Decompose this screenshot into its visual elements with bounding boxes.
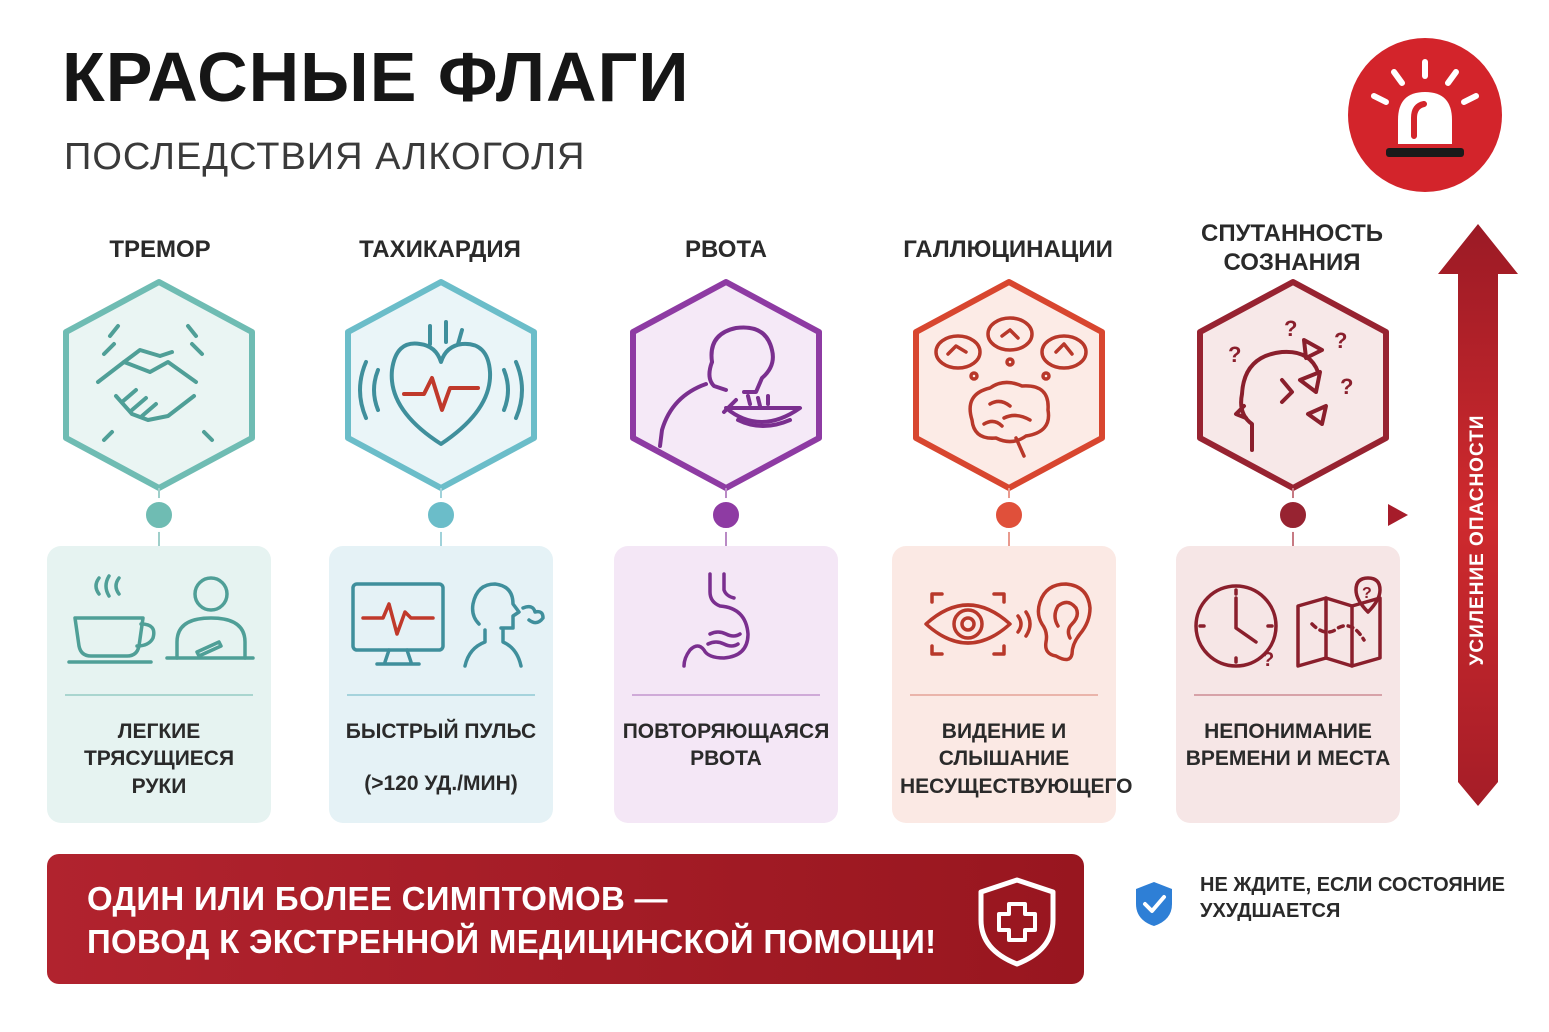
symptom-note-tachycardia: (>120 УД./МИН) [364,772,518,795]
svg-text:?: ? [1262,649,1274,671]
map-icon: ? [1296,576,1382,668]
person-vomiting-icon [658,325,802,448]
card-icons-tremor [67,574,255,664]
card-icons-tachycardia [351,582,545,668]
ear-icon [1036,582,1092,662]
danger-scale-label: УСИЛЕНИЕ ОПАСНОСТИ [1467,414,1488,666]
card-icons-hallucinations [924,582,1092,662]
medical-shield-icon [978,877,1056,967]
symptom-title-confusion: СПУТАННОСТЬ СОЗНАНИЯ [1201,220,1383,276]
hexagon-confusion: ? ? ? ? [1197,279,1389,491]
svg-text:?: ? [1340,374,1353,399]
danger-arrow [1438,224,1518,806]
symptom-card-confusion: ? ? НЕПОНИМАНИЕ ВРЕМЕНИ И МЕСТА [1176,546,1400,823]
alert-banner: ОДИН ИЛИ БОЛЕЕ СИМПТОМОВ — ПОВОД К ЭКСТР… [47,854,1084,984]
card-icons-vomiting [682,572,750,668]
alert-line-1: ОДИН ИЛИ БОЛЕЕ СИМПТОМОВ — [87,880,668,917]
hexagon-vomiting [630,279,822,491]
symptom-card-hallucinations: ВИДЕНИЕ И СЛЫШАНИЕ НЕСУЩЕСТВУЮЩЕГО [892,546,1133,823]
card-icons-confusion: ? ? [1194,576,1382,671]
alert-line-2: ПОВОД К ЭКСТРЕННОЙ МЕДИЦИНСКОЙ ПОМОЩИ! [87,922,937,960]
symptom-card-tremor: ЛЕГКИЕ ТРЯСУЩИЕСЯ РУКИ [47,546,271,823]
page-title: КРАСНЫЕ ФЛАГИ [62,38,690,116]
hexagon-tachycardia [345,279,537,491]
coffee-cup-icon [67,574,156,664]
card-divider [632,694,820,696]
timeline-dot-hallucinations [992,498,1026,532]
timeline [52,488,1408,546]
confused-head-icon: ? ? ? ? [1228,316,1353,452]
symptom-card-tachycardia: БЫСТРЫЙ ПУЛЬС (>120 УД./МИН) [329,546,553,823]
symptom-description-tremor: ЛЕГКИЕ ТРЯСУЩИЕСЯ РУКИ [83,720,235,798]
shaking-hands-icon [96,324,214,442]
heart-monitor-icon [351,582,445,666]
card-divider [347,694,535,696]
siren-icon [1371,59,1479,157]
card-divider [910,694,1098,696]
symptom-description-confusion: НЕПОНИМАНИЕ ВРЕМЕНИ И МЕСТА [1185,720,1391,771]
symptom-description-tachycardia: БЫСТРЫЙ ПУЛЬС [345,720,537,743]
alert-text: ОДИН ИЛИ БОЛЕЕ СИМПТОМОВ — ПОВОД К ЭКСТР… [87,878,936,964]
hexagon-hallucinations [913,279,1105,491]
brain-visions-icon [934,316,1088,458]
timeline-dot-confusion [1276,498,1310,532]
symptom-card-vomiting: ПОВТОРЯЮЩАЯСЯ РВОТА [614,546,838,823]
timeline-dot-tachycardia [424,498,458,532]
clock-icon: ? [1194,584,1278,671]
page-subtitle: ПОСЛЕДСТВИЯ АЛКОГОЛЯ [64,136,586,178]
symptom-description-hallucinations: ВИДЕНИЕ И СЛЫШАНИЕ НЕСУЩЕСТВУЮЩЕГО [900,720,1133,798]
person-breathing-icon [463,582,545,668]
hexagon-tremor [63,279,255,491]
svg-text:?: ? [1334,328,1347,353]
symptom-title-vomiting: РВОТА [685,236,767,263]
symptom-title-tachycardia: ТАХИКАРДИЯ [359,236,521,263]
warning-note: НЕ ЖДИТЕ, ЕСЛИ СОСТОЯНИЕ УХУДШАЕТСЯ [1200,874,1505,922]
timeline-dot-tremor [142,498,176,532]
card-divider [1194,694,1382,696]
person-writing-icon [165,576,255,660]
stomach-icon [682,572,750,668]
symptom-description-vomiting: ПОВТОРЯЮЩАЯСЯ РВОТА [622,720,830,771]
svg-text:?: ? [1284,316,1297,341]
heart-pulse-icon [358,320,524,446]
siren-badge [1348,38,1502,192]
symptom-title-hallucinations: ГАЛЛЮЦИНАЦИИ [903,236,1113,263]
svg-text:?: ? [1228,342,1241,367]
timeline-dot-vomiting [709,498,743,532]
eye-icon [924,592,1032,656]
svg-text:?: ? [1362,585,1372,602]
symptom-title-tremor: ТРЕМОР [109,236,211,263]
check-shield-icon [1136,882,1172,926]
card-divider [65,694,253,696]
